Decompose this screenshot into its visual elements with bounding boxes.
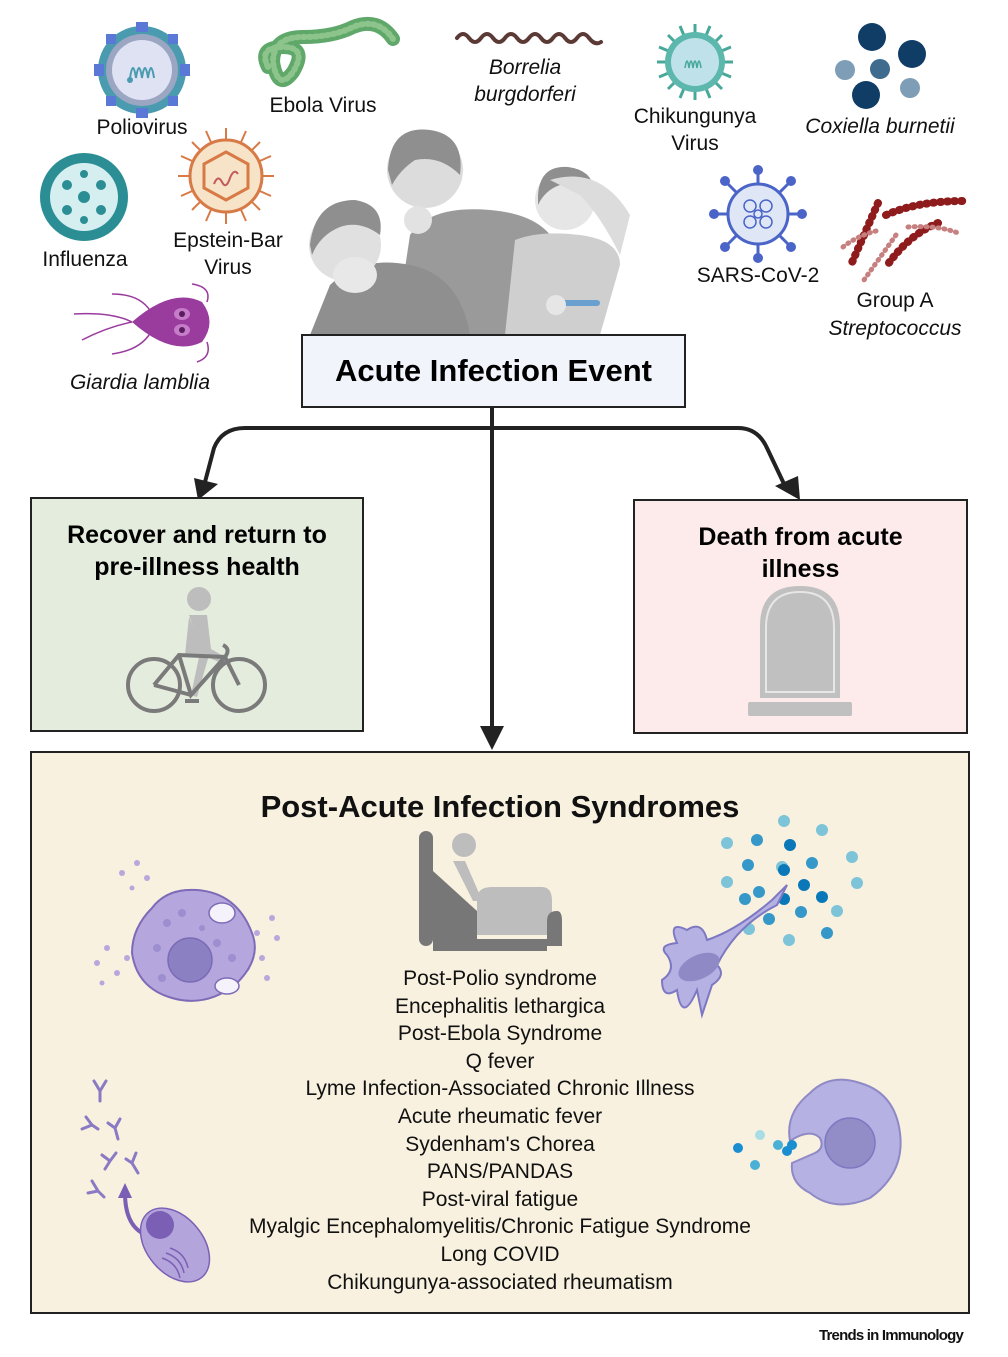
poliovirus-icon — [94, 22, 190, 118]
syndrome-item: PANS/PANDAS — [426, 1160, 574, 1184]
arrowhead-recover — [194, 478, 218, 500]
epstein-bar-virus-icon — [178, 128, 274, 224]
bed-patient-icon — [419, 831, 562, 951]
tombstone-icon — [748, 586, 852, 716]
group-a-streptococcus-icon — [840, 197, 967, 283]
syndrome-list: Post-Polio syndrome Encephalitis letharg… — [32, 965, 968, 1296]
plasma-cell-antibodies-icon — [80, 1079, 211, 1283]
group-a-label-line1: Group A — [856, 289, 934, 312]
borrelia-label-line2: burgdorferi — [474, 83, 576, 106]
arrow-to-death — [492, 426, 787, 487]
chikungunya-virus-icon — [657, 24, 733, 100]
syndrome-item: Myalgic Encephalomyelitis/Chronic Fatigu… — [249, 1215, 751, 1239]
sars-cov-2-icon — [709, 165, 807, 263]
neuron-cytokines-icon — [660, 815, 863, 1019]
syndrome-item: Chikungunya-associated rheumatism — [327, 1270, 673, 1294]
macrophage-phagocytosis-icon — [733, 1078, 902, 1206]
ebola-virus-label: Ebola Virus — [269, 94, 377, 117]
antibody-icon — [92, 1079, 108, 1103]
syndrome-item: Post-Polio syndrome — [403, 967, 597, 990]
journal-footer: Trends in Immunology — [818, 1327, 964, 1344]
syndrome-item: Post-viral fatigue — [421, 1187, 579, 1211]
giardia-lamblia-icon — [73, 283, 210, 363]
syndrome-item: Lyme Infection-Associated Chronic Illnes… — [305, 1077, 695, 1101]
recover-title-line2: pre-illness health — [94, 553, 300, 581]
syndrome-item: Post-Ebola Syndrome — [397, 1022, 603, 1046]
recover-outcome-box: Recover and return to pre-illness health — [30, 497, 364, 732]
post-acute-syndromes-title: Post-Acute Infection Syndromes — [260, 789, 740, 824]
coxiella-label: Coxiella burnetii — [805, 115, 955, 138]
borrelia-icon — [455, 32, 603, 46]
poliovirus-label: Poliovirus — [96, 116, 188, 139]
syndrome-item: Q fever — [465, 1049, 535, 1073]
recover-title-line1: Recover and return to — [67, 521, 327, 549]
arrowhead-death — [775, 476, 800, 500]
ebola-virus-icon — [258, 17, 400, 87]
borrelia-label-line1: Borrelia — [488, 56, 562, 79]
sick-people-illustration — [309, 129, 630, 335]
epstein-bar-label-line1: Epstein-Bar — [173, 229, 283, 252]
arrowhead-pais — [480, 726, 504, 750]
influenza-label: Influenza — [42, 248, 128, 271]
sars-cov-2-label: SARS-CoV-2 — [696, 264, 820, 287]
chikungunya-label-line2: Virus — [671, 132, 719, 155]
group-a-label-line2: Streptococcus — [828, 317, 962, 340]
syndrome-item: Long COVID — [440, 1242, 560, 1266]
arrow-to-recover — [203, 426, 492, 483]
mast-cell-icon — [94, 860, 280, 1002]
death-outcome-box: Death from acute illness — [633, 499, 968, 734]
syndrome-item: Encephalitis lethargica — [394, 994, 606, 1018]
cyclist-icon — [126, 587, 267, 713]
syndrome-item: Sydenham's Chorea — [405, 1132, 595, 1156]
epstein-bar-label-line2: Virus — [204, 256, 252, 279]
flow-arrows — [194, 408, 800, 750]
death-title-line2: illness — [761, 555, 840, 583]
death-title-line1: Death from acute — [698, 523, 903, 551]
acute-infection-event-title: Acute Infection Event — [335, 353, 652, 388]
syndrome-item: Acute rheumatic fever — [397, 1104, 603, 1128]
coxiella-burnetii-icon — [835, 23, 926, 109]
acute-infection-event-box: Acute Infection Event — [301, 334, 686, 408]
chikungunya-label-line1: Chikungunya — [633, 105, 757, 128]
giardia-label: Giardia lamblia — [69, 371, 211, 394]
post-acute-syndromes-box: Post-Acute Infection Syndromes — [30, 751, 970, 1314]
influenza-icon — [40, 153, 128, 241]
